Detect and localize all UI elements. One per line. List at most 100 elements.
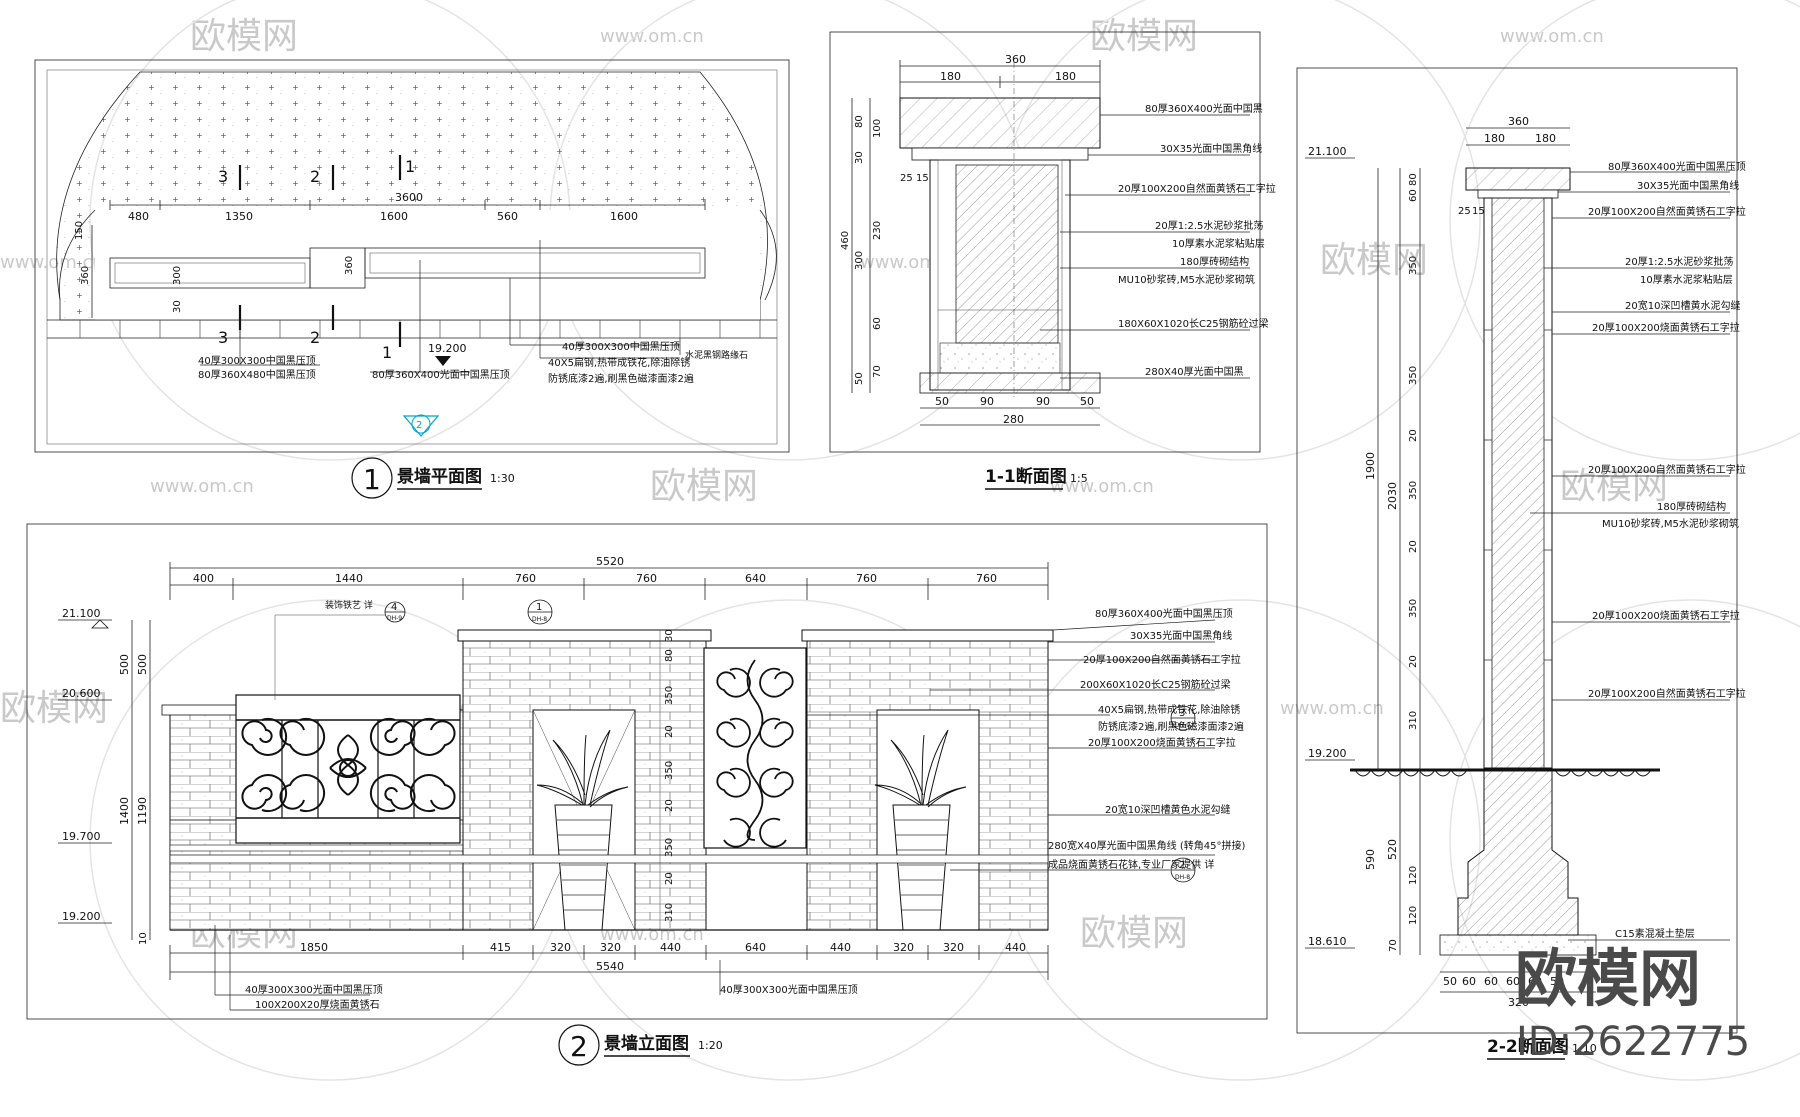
- s2-dim-tall2: 2030: [1386, 482, 1399, 510]
- plan-title: 景墙平面图: [397, 466, 482, 487]
- s1-dim-left: 30: [854, 151, 865, 164]
- s1-dim-top: 180: [940, 70, 961, 83]
- brand-stamp: 欧模网 ID:2622775: [1515, 942, 1750, 1065]
- s2-note: MU10砂浆砖,M5水泥砂浆砌筑: [1602, 517, 1739, 530]
- plan-dim-left: 30: [172, 300, 183, 313]
- plan-dim-top: 560: [497, 210, 518, 223]
- elev-level: 20.600: [62, 687, 101, 700]
- s2-note: 80厚360X400光面中国黑压顶: [1608, 160, 1746, 173]
- s2-dim-top: 180: [1535, 132, 1556, 145]
- elev-note-right: 80厚360X400光面中国黑压顶: [1095, 607, 1233, 620]
- s2-note: 20厚100X200烧面黄锈石工字拉: [1592, 609, 1740, 622]
- s2-dim-left: 20: [1408, 540, 1419, 553]
- elev-tag-r3-sub: DH-9: [1175, 722, 1190, 729]
- elev-dim-total-top: 5520: [596, 555, 624, 568]
- plan-section-mark: 3: [218, 328, 228, 347]
- plan-elevation: 19.200: [428, 342, 467, 355]
- elev-dim-bottom: 320: [943, 941, 964, 954]
- s1-dim-left: 70: [872, 365, 883, 378]
- s1-dim-bottom: 90: [980, 395, 994, 408]
- s2-dim-foot: 590: [1364, 849, 1377, 870]
- plan-section-mark: 2: [310, 167, 320, 186]
- section-2-2: 21.100 19.200 18.610 360 180 180 1900 20…: [1296, 67, 1746, 1060]
- s2-dim-bottom: 60: [1484, 975, 1498, 988]
- elev-note-bottom: 100X200X20厚烧面黄锈石: [255, 998, 380, 1011]
- s1-note: 180X60X1020长C25钢筋砼过梁: [1118, 317, 1269, 330]
- s1-note: 280X40厚光面中国黑: [1145, 365, 1244, 378]
- elev-dim-bottom: 320: [600, 941, 621, 954]
- elev-tag-r2: 2: [1179, 860, 1185, 871]
- s1-dim-left: 300: [854, 251, 865, 270]
- elev-dim-top: 640: [745, 572, 766, 585]
- watermark-brand: 欧模网: [0, 688, 108, 729]
- elev-dim-top: 760: [515, 572, 536, 585]
- plan-dim-top: 1350: [225, 210, 253, 223]
- elev-note-bottom: 40厚300X300光面中国黑压顶: [720, 983, 858, 996]
- plan-section-mark: 3: [218, 167, 228, 186]
- s1-dim-left: 100: [872, 119, 883, 138]
- s2-note: 20厚100X200自然面黄锈石工字拉: [1588, 463, 1746, 476]
- elev-dim-bottom: 320: [550, 941, 571, 954]
- elev-note-right: 40X5扁钢,热带成铁花,除油除锈: [1098, 703, 1240, 716]
- stamp-id: ID:2622775: [1516, 1019, 1750, 1065]
- elev-dim-bottom: 415: [490, 941, 511, 954]
- s2-dim-left: 120: [1408, 866, 1419, 885]
- elev-tag-top: 1: [536, 602, 542, 613]
- s2-dim-bottom: 50: [1550, 975, 1564, 988]
- watermark-brand: 欧模网: [1080, 913, 1188, 954]
- elev-dim-mid: 350: [664, 686, 675, 705]
- s2-dim-bottom: 60: [1462, 975, 1476, 988]
- s2-dim-bottom: 60: [1528, 975, 1542, 988]
- elev-dim-mid: 20: [664, 799, 675, 812]
- elev-dim-mid: 350: [664, 838, 675, 857]
- watermark-url: www.om.cn: [600, 26, 704, 47]
- s2-dim-left: 80: [1408, 173, 1419, 186]
- elev-dim-mid: 80: [664, 649, 675, 662]
- elev-dim-left: 500: [136, 654, 149, 675]
- elev-note-right: 200X60X1020长C25钢筋砼过梁: [1080, 678, 1231, 691]
- s2-dim-left: 70: [1388, 939, 1399, 952]
- plan-note: 80厚360X480中国黑压顶: [198, 368, 316, 381]
- s2-note: 20厚100X200自然面黄锈石工字拉: [1588, 687, 1746, 700]
- s1-scale: 1:5: [1070, 472, 1088, 485]
- elev-note-right: 成品烧面黄锈石花钵,专业厂家提供 详: [1048, 858, 1214, 871]
- elev-note-right: 20厚100X200烧面黄锈石工字拉: [1088, 736, 1236, 749]
- plan-note: 防锈底漆2遍,刷黑色磁漆面漆2遍: [548, 372, 694, 385]
- s1-dim-bottom-total: 280: [1003, 413, 1024, 426]
- watermark-brand: 欧模网: [1090, 16, 1198, 57]
- elev-dim-top: 760: [856, 572, 877, 585]
- s2-note: 20厚100X200自然面黄锈石工字拉: [1588, 205, 1746, 218]
- s1-note: MU10砂浆砖,M5水泥砂浆砌筑: [1118, 273, 1255, 286]
- s1-note: 180厚砖砌结构: [1180, 255, 1249, 268]
- plan-number: 1: [363, 463, 381, 496]
- elev-note-right: 30X35光面中国黑角线: [1130, 629, 1232, 642]
- s1-dim-bottom: 50: [1080, 395, 1094, 408]
- s1-dim-left: 230: [872, 221, 883, 240]
- elev-tag-left-label: 装饰铁艺 详: [325, 599, 373, 611]
- elev-dim-bottom: 440: [1005, 941, 1026, 954]
- elev-tag-left: 4: [391, 602, 397, 613]
- s2-dim-left: 20: [1408, 655, 1419, 668]
- stamp-brand-logo: 欧模网: [1515, 942, 1701, 1015]
- s2-dim-foot2: 520: [1386, 839, 1399, 860]
- s1-dim-left: 80: [854, 115, 865, 128]
- s1-dim-top-total: 360: [1005, 53, 1026, 66]
- elev-dim-bottom: 440: [660, 941, 681, 954]
- elev-level: 19.700: [62, 830, 101, 843]
- elev-dim-left: 1400: [118, 797, 131, 825]
- elev-dim-bottom: 640: [745, 941, 766, 954]
- s2-elev: 18.610: [1308, 935, 1347, 948]
- elev-dim-top: 760: [976, 572, 997, 585]
- s1-note: 30X35光面中国黑角线: [1160, 142, 1262, 155]
- s2-note: 20宽10深凹槽黄水泥勾缝: [1625, 299, 1740, 312]
- s2-note: 20厚1:2.5水泥砂浆批荡: [1625, 255, 1733, 268]
- s2-elev: 21.100: [1308, 145, 1347, 158]
- elev-note-right: 防锈底漆2遍,刷黑色磁漆面漆2遍: [1098, 720, 1244, 733]
- section-1-1: 360 180 180 80 30 100 230 300 460 60 50 …: [829, 31, 1276, 490]
- elev-tag-left-sub: DH-9: [387, 615, 402, 622]
- s2-note: 180厚砖砌结构: [1657, 500, 1726, 513]
- plan-dim-total: 3600: [395, 191, 423, 204]
- plan-dim-inner: 360: [344, 256, 355, 275]
- s2-dim-small: 25: [1458, 206, 1471, 217]
